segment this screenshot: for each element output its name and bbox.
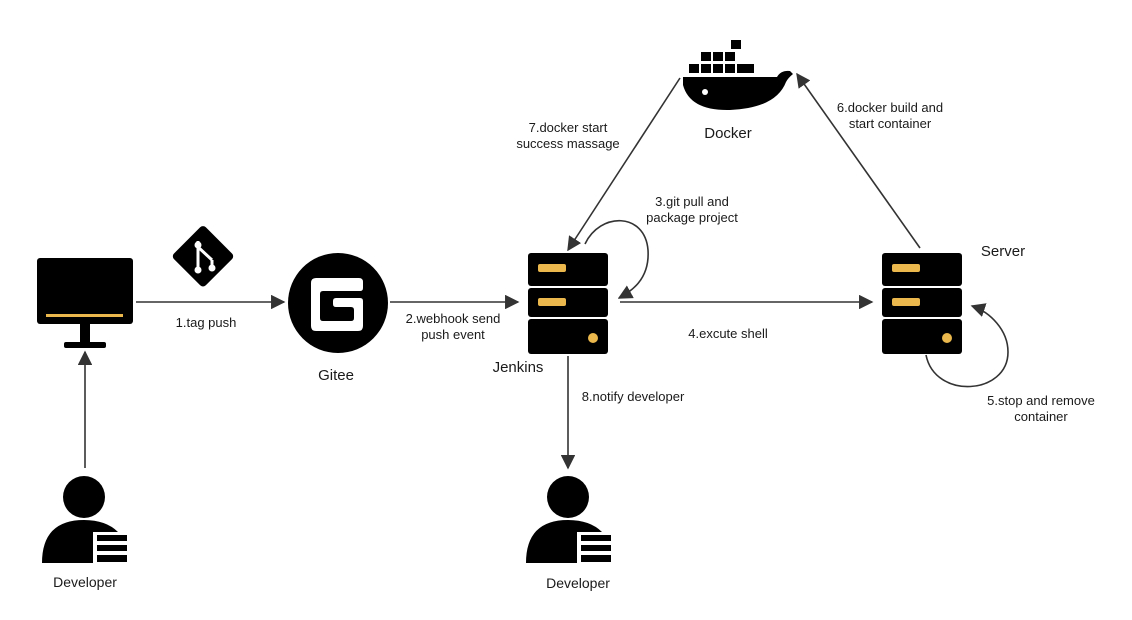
monitor-icon: [37, 258, 133, 348]
edge-8-label: 8.notify developer: [582, 389, 685, 404]
developer-bottom-label: Developer: [546, 575, 610, 591]
developer-left-user-icon: [42, 476, 127, 563]
edge-6-label-line2: start container: [849, 116, 932, 131]
edge-2-label-line1: 2.webhook send: [406, 311, 501, 326]
edge-stop-remove-loop: [925, 303, 1009, 388]
edge-5-label-line1: 5.stop and remove: [987, 393, 1095, 408]
edge-1-label: 1.tag push: [176, 315, 237, 330]
edge-5-label-line2: container: [1014, 409, 1068, 424]
server-icon: [882, 253, 962, 354]
developer-bottom-user-icon: [526, 476, 611, 563]
gitee-logo-icon: [288, 253, 388, 353]
developer-left-label: Developer: [53, 574, 117, 590]
jenkins-server-icon: [528, 253, 608, 354]
edge-2-label-line2: push event: [421, 327, 485, 342]
server-label: Server: [981, 243, 1025, 260]
edge-3-label-line2: package project: [646, 210, 738, 225]
git-icon: [172, 226, 234, 287]
edge-4-label: 4.excute shell: [688, 326, 768, 341]
edge-6-label-line1: 6.docker build and: [837, 100, 943, 115]
jenkins-label: Jenkins: [493, 359, 544, 376]
edge-git-pull-loop: [584, 219, 649, 299]
edge-7-label-line1: 7.docker start: [529, 120, 608, 135]
edge-3-label-line1: 3.git pull and: [655, 194, 729, 209]
edge-docker-success: [567, 77, 681, 252]
edge-docker-build: [796, 72, 921, 249]
docker-whale-icon: [683, 40, 793, 111]
gitee-label: Gitee: [318, 367, 354, 384]
edge-7-label-line2: success massage: [516, 136, 619, 151]
docker-label: Docker: [704, 125, 752, 142]
